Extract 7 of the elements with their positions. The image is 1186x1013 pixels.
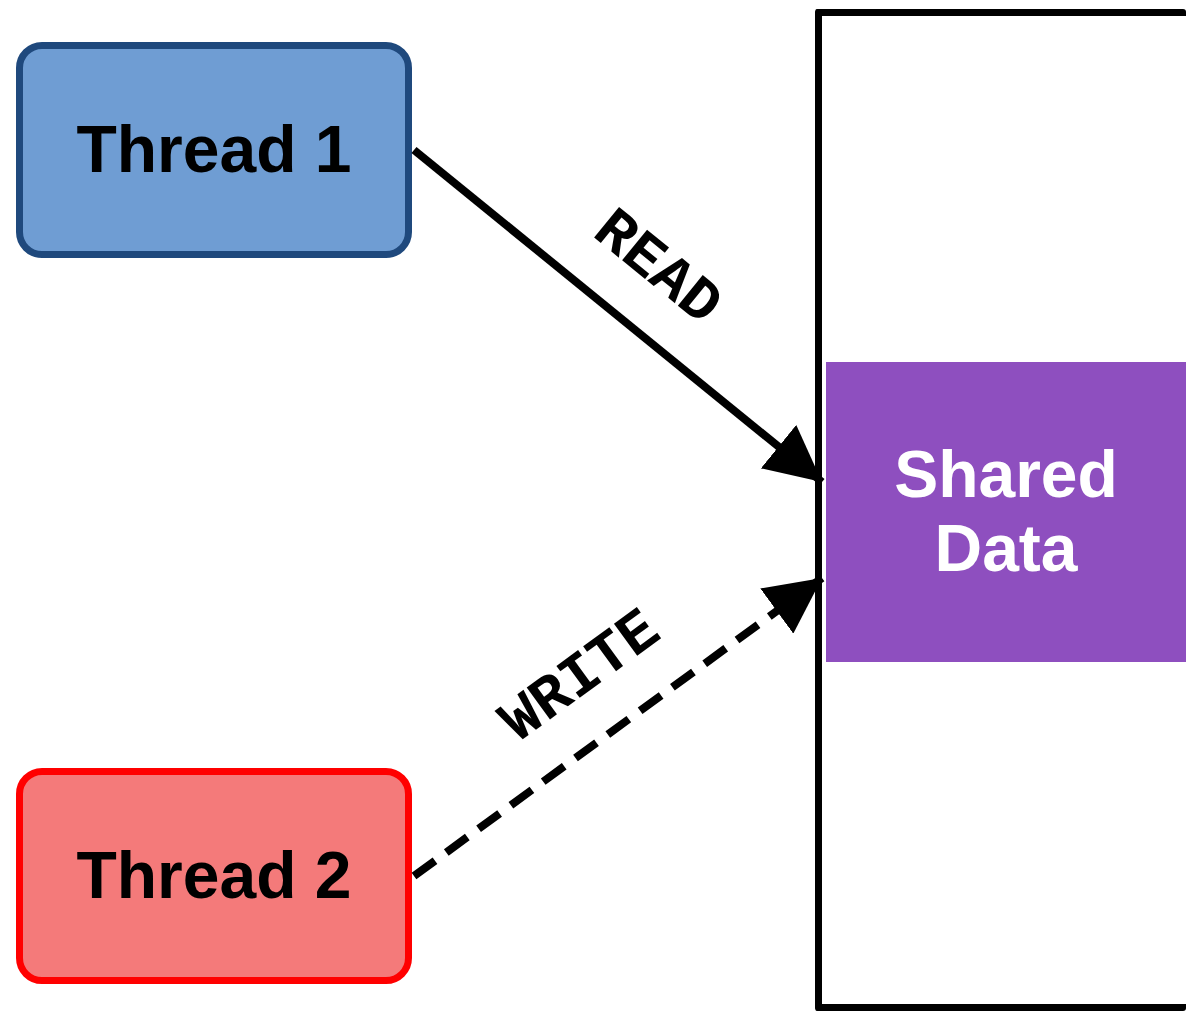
node-label: Thread 1 [76, 113, 352, 187]
thread-box [16, 42, 412, 258]
memory-box [815, 9, 1186, 1011]
shared-data-block [826, 362, 1186, 662]
thread-box [16, 768, 412, 984]
node-label: Shared Data [893, 438, 1119, 586]
node-label: Thread 2 [76, 839, 352, 913]
